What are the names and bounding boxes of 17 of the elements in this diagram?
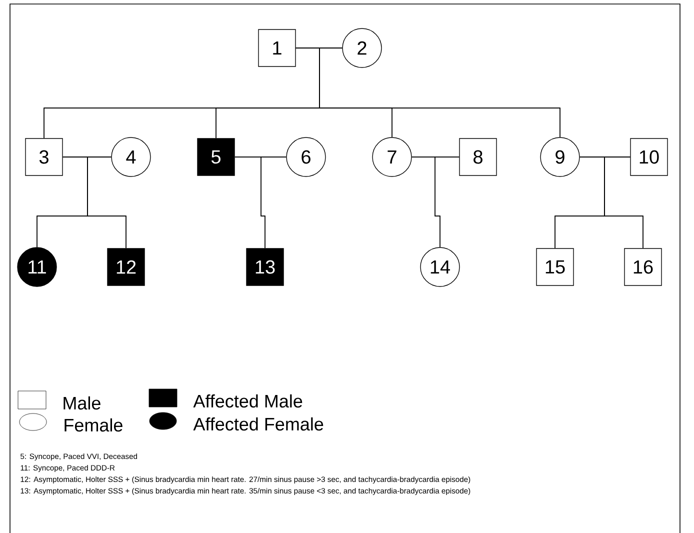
male-square: 15 — [536, 248, 574, 286]
male-square: 10 — [630, 138, 668, 176]
male-square: 1 — [258, 29, 296, 67]
legend-label: Affected Male — [193, 394, 302, 408]
male-square: 8 — [459, 138, 497, 176]
affected-male-square: 13 — [246, 248, 284, 286]
legend-label: Male — [64, 396, 100, 410]
pedigree-line — [434, 156, 460, 248]
male-square: 3 — [25, 138, 63, 176]
male-square: 16 — [624, 248, 662, 286]
affected-male-square: 12 — [107, 248, 145, 286]
pedigree-line — [87, 156, 126, 248]
pedigree-line — [604, 156, 644, 248]
legend-label: Affected Female — [193, 417, 324, 431]
pedigree-line — [260, 156, 286, 248]
legend-label: Female — [64, 418, 122, 432]
affected-male-square: 5 — [197, 138, 235, 176]
